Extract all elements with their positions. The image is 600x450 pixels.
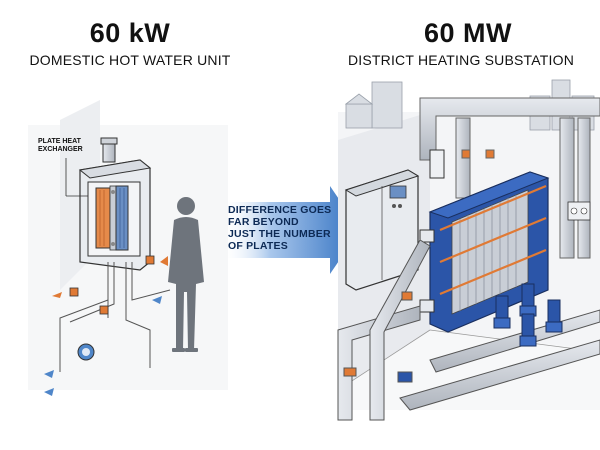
- cold-flow-arrow: [152, 296, 162, 304]
- right-title: DISTRICT HEATING SUBSTATION: [347, 52, 575, 68]
- cold-flow-arrow: [44, 370, 54, 378]
- domestic-pipework: [59, 262, 171, 372]
- label-line-1: PLATE HEAT: [38, 138, 81, 145]
- hot-flow-arrow: [52, 292, 62, 298]
- arrow-caption-line: JUST THE NUMBER: [228, 228, 331, 240]
- overhead-pipework: [419, 97, 600, 259]
- arrow-caption: DIFFERENCE GOES FAR BEYOND JUST THE NUMB…: [228, 204, 332, 252]
- valve-icon: [69, 255, 155, 315]
- gauge-panel-icon: [567, 201, 591, 221]
- person-silhouette-icon: [168, 197, 204, 352]
- large-plate-heat-exchanger-icon: [419, 171, 550, 333]
- left-power-heading: 60 kW: [89, 18, 171, 48]
- water-meter-icon: [77, 343, 95, 361]
- arrow-caption-line: OF PLATES: [228, 240, 288, 252]
- arrow-caption-line: FAR BEYOND: [228, 216, 299, 228]
- plate-heat-exchanger-label: PLATE HEAT EXCHANGER: [38, 138, 98, 154]
- label-line-2: EXCHANGER: [38, 146, 83, 153]
- control-cabinet-icon: [344, 169, 420, 291]
- plate-heat-exchanger-icon: [78, 159, 152, 271]
- hot-flow-arrow: [160, 256, 168, 266]
- district-substation-scene: [337, 79, 600, 421]
- left-title: DOMESTIC HOT WATER UNIT: [29, 52, 231, 68]
- control-box: [429, 149, 445, 179]
- flue-pipe: [102, 141, 116, 163]
- room-floor: [338, 330, 600, 410]
- right-power-heading: 60 MW: [423, 18, 512, 48]
- cold-flow-arrow: [44, 388, 54, 396]
- pump-icon: [493, 283, 563, 347]
- arrow-caption-line: DIFFERENCE GOES: [228, 204, 332, 216]
- comparison-arrow: [222, 186, 360, 274]
- domestic-unit-scene: [28, 100, 228, 396]
